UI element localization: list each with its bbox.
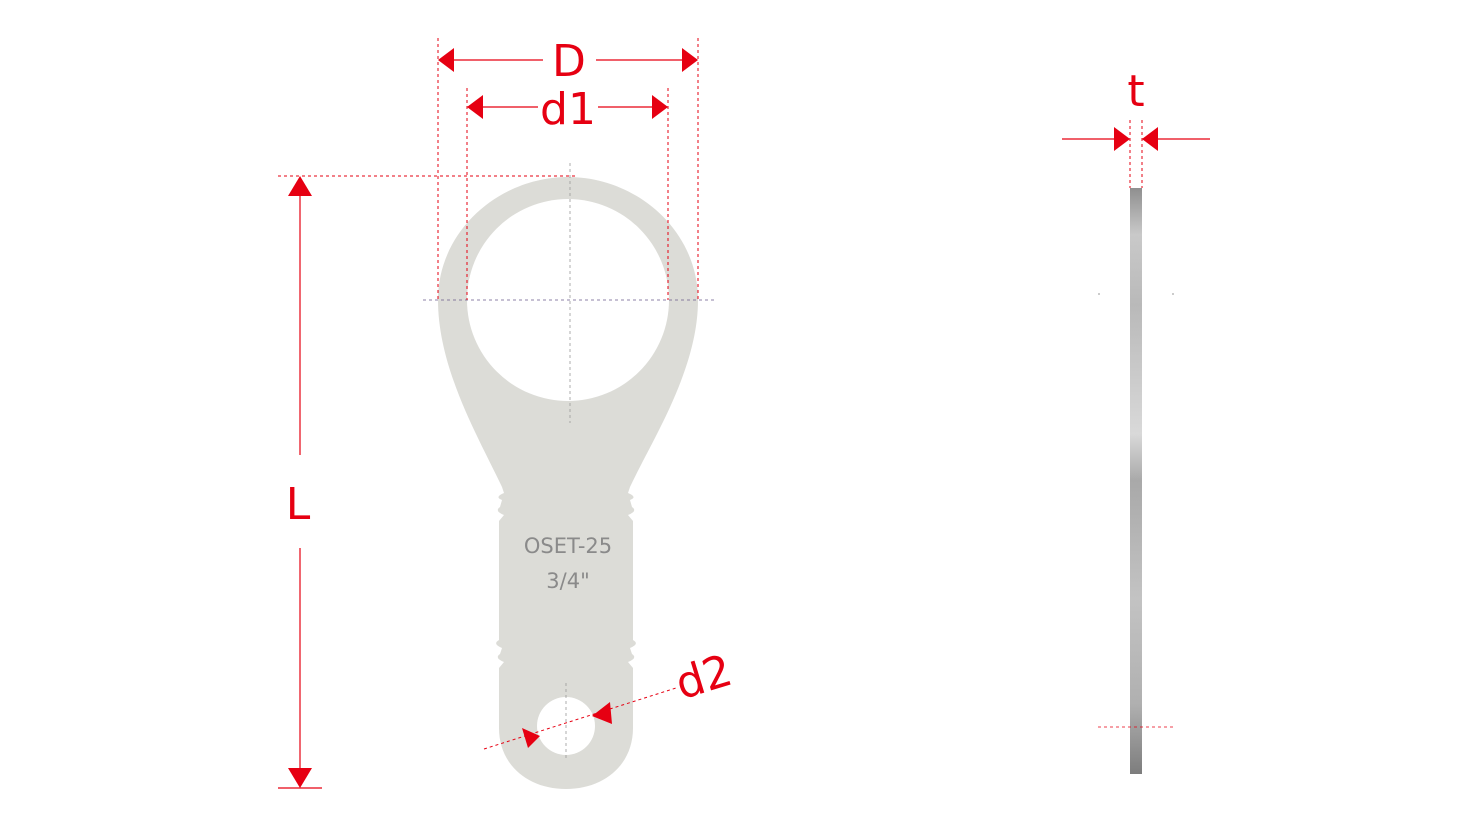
dimension-L	[278, 175, 578, 789]
dimension-t	[1062, 120, 1210, 188]
arrow-right-icon	[652, 95, 668, 119]
arrow-icon	[592, 702, 612, 724]
terminal-front-view	[438, 177, 698, 789]
arrow-right-icon	[1114, 127, 1130, 151]
dimension-d2	[483, 687, 677, 750]
dimension-d1	[466, 88, 669, 300]
dimension-label-D: D	[552, 36, 586, 87]
arrow-left-icon	[438, 48, 454, 72]
arrow-left-icon	[467, 95, 483, 119]
terminal-body	[438, 177, 698, 789]
arrow-left-icon	[1142, 127, 1158, 151]
side-profile	[1130, 188, 1142, 774]
centerlines	[423, 163, 716, 760]
part-model-label: OSET-25	[524, 534, 612, 558]
arrow-icon	[522, 728, 540, 748]
dimension-label-d1: d1	[540, 84, 596, 135]
part-size-label: 3/4"	[546, 569, 589, 593]
dimension-label-t: t	[1127, 66, 1144, 117]
dimension-label-d2: d2	[670, 645, 738, 710]
dimension-D	[437, 38, 699, 300]
terminal-side-view	[1098, 188, 1175, 774]
arrow-down-icon	[288, 768, 312, 788]
dimension-label-L: L	[286, 479, 311, 530]
arrow-right-icon	[682, 48, 698, 72]
arrow-up-icon	[288, 176, 312, 196]
